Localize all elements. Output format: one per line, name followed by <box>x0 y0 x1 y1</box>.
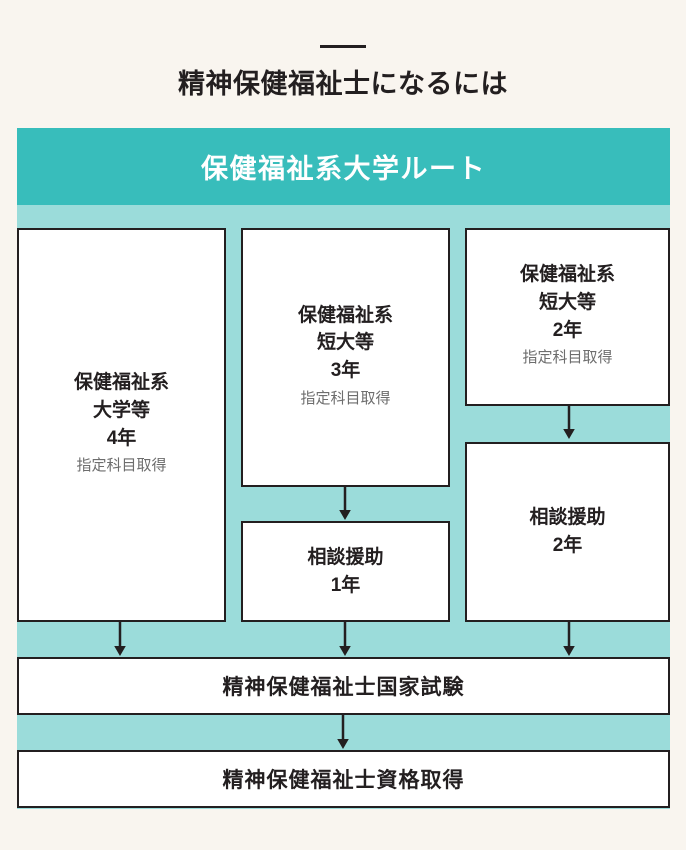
panel-header: 保健福祉系大学ルート <box>17 128 670 205</box>
box-qualification: 精神保健福祉士資格取得 <box>17 750 670 808</box>
box-university-4yr: 保健福祉系 大学等 4年 指定科目取得 <box>17 228 226 622</box>
box-line: 保健福祉系 <box>519 264 615 286</box>
box-line: 相談援助 <box>307 546 384 568</box>
box-junior-college-2yr: 保健福祉系 短大等 2年 指定科目取得 <box>465 228 670 406</box>
box-line: 保健福祉系 <box>297 304 393 326</box>
box-line: 保健福祉系 <box>73 372 169 394</box>
box-note: 指定科目取得 <box>76 457 167 475</box>
box-line: 3年 <box>330 360 361 382</box>
box-counseling-2yr: 相談援助 2年 <box>465 442 670 622</box>
box-note: 指定科目取得 <box>522 349 613 367</box>
box-line: 2年 <box>552 535 583 556</box>
box-line: 2年 <box>552 319 583 341</box>
box-label: 精神保健福祉士国家試験 <box>222 676 465 699</box>
route-panel: 保健福祉系大学ルート 保健福祉系 大学等 4年 指定科目取得 保健福祉系 短大等… <box>17 128 670 809</box>
arrow-down-icon <box>562 405 576 440</box>
box-label: 精神保健福祉士資格取得 <box>222 769 465 792</box>
box-line: 1年 <box>330 574 361 596</box>
arrow-down-icon <box>113 621 127 657</box>
box-line: 短大等 <box>316 332 374 354</box>
panel-header-label: 保健福祉系大学ルート <box>201 154 486 184</box>
arrow-down-icon <box>562 621 576 657</box>
box-junior-college-3yr: 保健福祉系 短大等 3年 指定科目取得 <box>241 228 450 487</box>
page-title: 精神保健福祉士になるには <box>178 69 508 99</box>
arrow-down-icon <box>336 714 350 750</box>
box-line: 大学等 <box>92 399 150 421</box>
title-area: 精神保健福祉士になるには <box>0 0 686 128</box>
box-note: 指定科目取得 <box>300 389 391 407</box>
title-divider-rule <box>320 45 366 48</box>
box-national-exam: 精神保健福祉士国家試験 <box>17 657 670 715</box>
box-line: 短大等 <box>538 291 596 313</box>
box-line: 4年 <box>106 427 137 449</box>
box-line: 相談援助 <box>529 507 606 529</box>
box-counseling-1yr: 相談援助 1年 <box>241 521 450 622</box>
arrow-down-icon <box>338 621 352 657</box>
arrow-down-icon <box>338 486 352 521</box>
